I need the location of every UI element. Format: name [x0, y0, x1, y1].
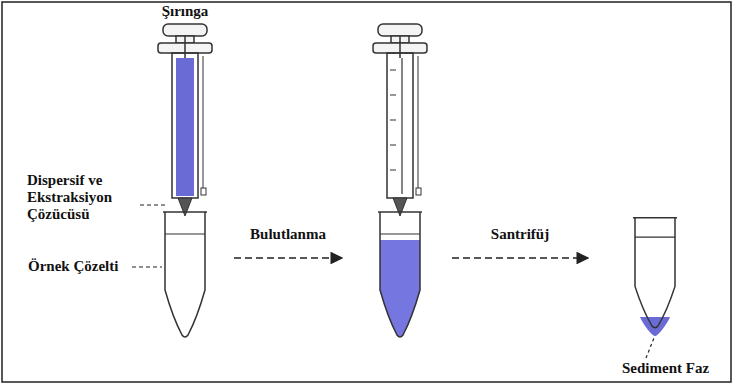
leader-line	[140, 204, 168, 205]
label-text: Şırınga	[162, 3, 209, 20]
syringe	[373, 24, 427, 216]
process-arrow	[452, 257, 588, 259]
label-text: Bulutlanma	[250, 226, 326, 243]
label-text: Santrifüj	[491, 226, 549, 243]
syringe	[158, 24, 212, 216]
test-tube	[378, 212, 422, 337]
graduation-marks	[390, 70, 396, 170]
test-tube	[163, 212, 207, 337]
test-tube	[633, 218, 677, 328]
solvent-fill	[176, 58, 194, 196]
process-arrow	[234, 257, 342, 259]
label-text: Örnek Çözelti	[28, 258, 118, 275]
plunger-rod	[401, 58, 402, 194]
label-text: Dispersif ve Ekstraksiyon Çözücüsü	[27, 172, 139, 223]
label-text: Sediment Faz	[622, 360, 709, 377]
leader-line	[646, 338, 654, 358]
sediment-phase	[640, 317, 670, 336]
leader-line	[132, 266, 162, 267]
cloudy-solution	[380, 240, 420, 337]
